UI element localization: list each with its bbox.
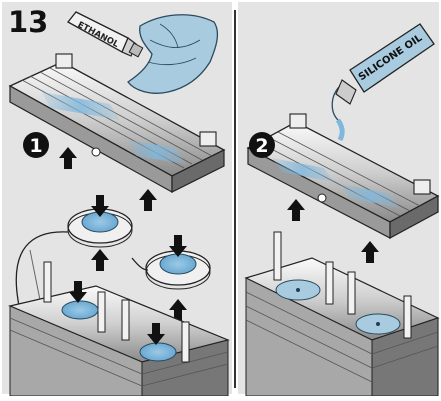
callout-1: 1 [23, 132, 49, 158]
callout-1-number: 1 [29, 135, 42, 157]
callout-2-number: 2 [255, 135, 268, 157]
callout-2: 2 [249, 132, 275, 158]
step-number: 13 [8, 5, 48, 39]
